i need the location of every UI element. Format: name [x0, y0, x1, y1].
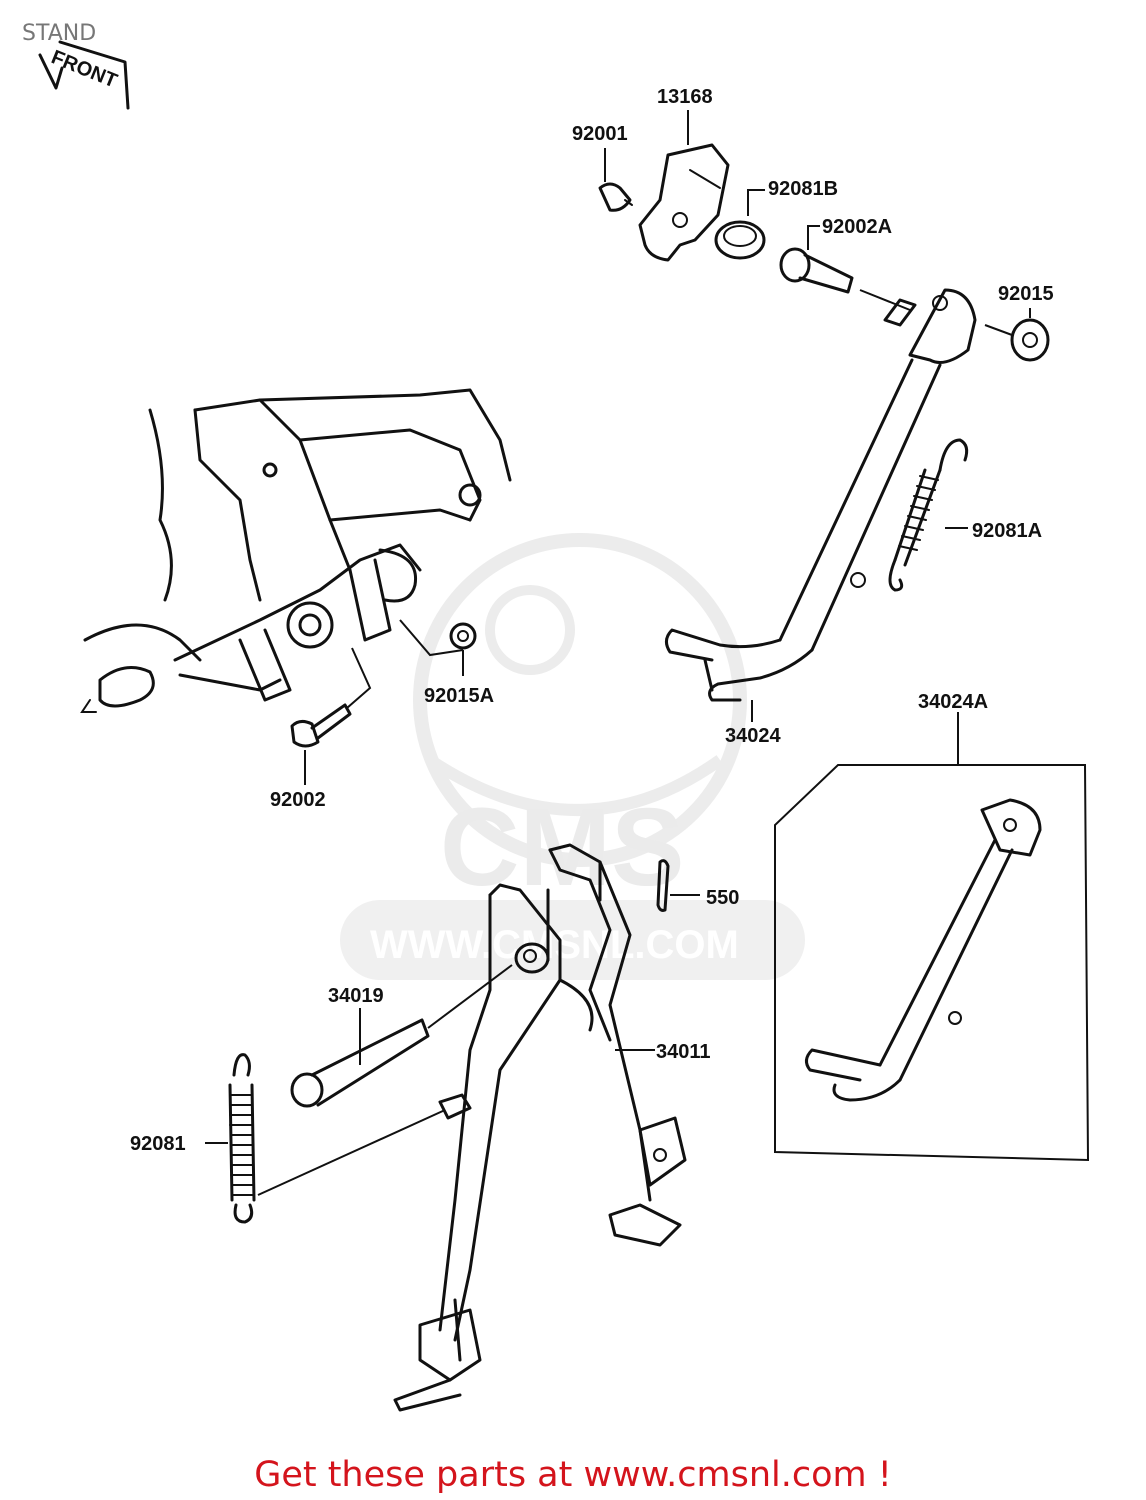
label-34024: 34024 — [725, 725, 781, 747]
part-92002-bolt — [290, 647, 372, 785]
front-arrow-icon: FRONT — [38, 40, 130, 110]
part-34019-shaft — [290, 964, 513, 1108]
part-34024-side-stand — [665, 288, 977, 722]
part-92015a-nut — [399, 619, 477, 676]
label-92081: 92081 — [130, 1133, 186, 1155]
label-13168: 13168 — [657, 86, 713, 108]
front-label: FRONT — [48, 46, 120, 92]
footer-link-text[interactable]: Get these parts at www.cmsnl.com ! — [254, 1455, 892, 1495]
part-34011-main-stand — [393, 843, 687, 1412]
part-92081a-spring — [888, 438, 969, 592]
label-92015a: 92015A — [424, 685, 494, 707]
label-550: 550 — [706, 887, 739, 909]
label-92001: 92001 — [572, 123, 628, 145]
part-92081-spring — [205, 1053, 472, 1224]
part-13168-bracket — [638, 110, 730, 262]
part-labels: 13168 92001 92081B 92002A 92015 92081A 9… — [130, 86, 1054, 1155]
part-34024a-box — [774, 712, 1090, 1162]
label-92002a: 92002A — [822, 216, 892, 238]
watermark-site: WWW.CMSNL.COM — [370, 923, 739, 967]
part-92081b-ring — [714, 189, 766, 260]
part-92002a-bolt — [779, 225, 911, 311]
part-92001-pin — [598, 148, 633, 212]
label-34024a: 34024A — [918, 691, 988, 713]
label-92015: 92015 — [998, 283, 1054, 305]
watermark: CMS WWW.CMSNL.COM — [340, 533, 805, 980]
part-92015-nut — [984, 308, 1050, 362]
frame-section — [80, 388, 512, 713]
label-34011: 34011 — [656, 1041, 711, 1063]
part-550-cotter-pin — [656, 859, 700, 912]
label-92081a: 92081A — [972, 520, 1042, 542]
label-34019: 34019 — [328, 985, 384, 1007]
label-92081b: 92081B — [768, 178, 838, 200]
label-92002: 92002 — [270, 789, 326, 811]
